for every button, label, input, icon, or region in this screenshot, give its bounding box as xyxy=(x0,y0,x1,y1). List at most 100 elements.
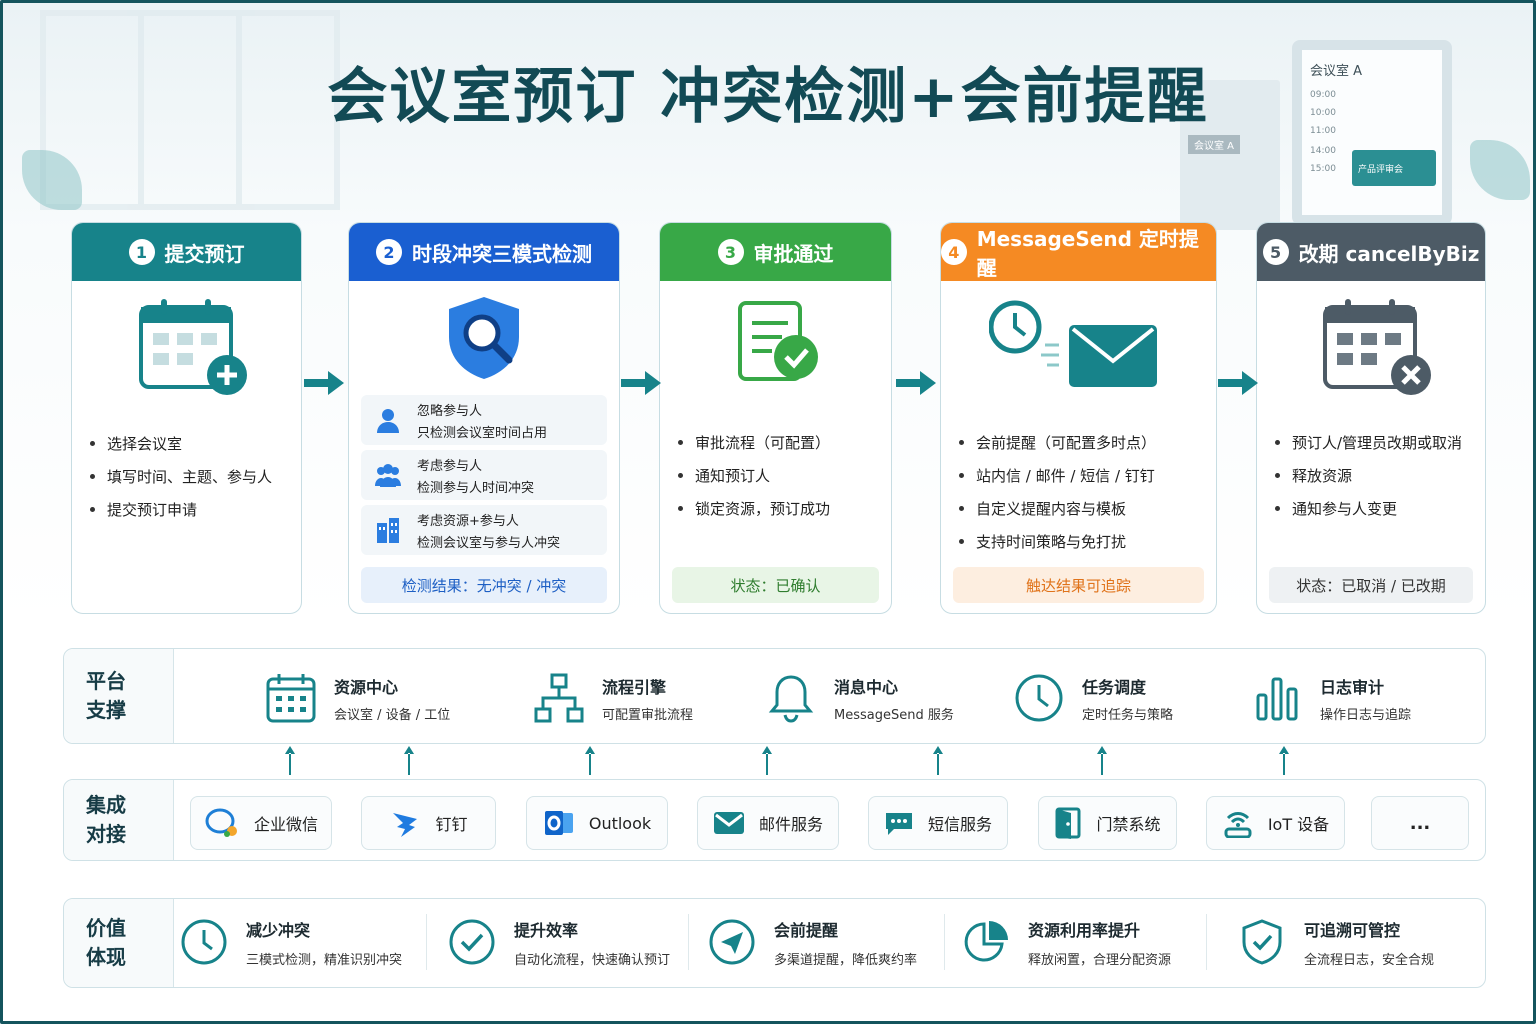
integration-sms-service[interactable]: 短信服务 xyxy=(868,796,1008,850)
integration-label: IoT 设备 xyxy=(1267,815,1330,834)
value-item-traceability: 可追溯可管控全流程日志，安全合规 xyxy=(1238,912,1434,972)
step-title: MessageSend 定时提醒 xyxy=(976,227,1199,280)
pie-chart-icon xyxy=(964,921,1008,962)
value-desc: 三模式检测，精准识别冲突 xyxy=(246,952,403,968)
integration-mail-service[interactable]: 邮件服务 xyxy=(697,796,839,850)
platform-item-message-center: 消息中心 MessageSend 服务 xyxy=(764,671,954,725)
flow-arrow-icon xyxy=(896,371,936,395)
value-title: 可追溯可管控 xyxy=(1304,920,1401,940)
check-circle-icon xyxy=(449,919,495,965)
iot-icon xyxy=(1224,812,1252,838)
value-desc: 多渠道提醒，降低爽约率 xyxy=(774,952,918,968)
flow-arrow-icon xyxy=(304,371,344,395)
board-time: 11:00 xyxy=(1310,126,1336,136)
step-bullet: 锁定资源，预订成功 xyxy=(678,492,881,525)
door-sign: 会议室 A xyxy=(1188,135,1241,154)
mode-ignore-participants: 忽略参与人只检测会议室时间占用 xyxy=(361,395,607,445)
bell-icon xyxy=(768,675,814,723)
detection-result-badge: 检测结果：无冲突 / 冲突 xyxy=(361,567,607,603)
building-icon xyxy=(377,518,399,543)
step-bullet: 自定义提醒内容与模板 xyxy=(959,492,1206,525)
step-bullet: 通知参与人变更 xyxy=(1275,492,1475,525)
value-title: 资源利用率提升 xyxy=(1028,920,1141,940)
up-arrow-icon xyxy=(1279,746,1289,775)
step-bullet: 预订人/管理员改期或取消 xyxy=(1275,426,1475,459)
integration-access-control[interactable]: 门禁系统 xyxy=(1038,796,1177,850)
divider xyxy=(688,914,689,970)
integration-dingtalk[interactable]: 钉钉 xyxy=(361,796,496,850)
step-bullet: 支持时间策略与免打扰 xyxy=(959,525,1206,558)
board-time: 15:00 xyxy=(1310,164,1336,174)
platform-title: 任务调度 xyxy=(1082,677,1147,697)
step-title: 时段冲突三模式检测 xyxy=(412,241,592,266)
mail-icon xyxy=(713,812,744,834)
flow-arrow-icon xyxy=(1218,371,1258,395)
row-label: 平台支撑 xyxy=(64,649,174,743)
integration-outlook[interactable]: Outlook xyxy=(526,796,668,850)
mode-title: 忽略参与人 xyxy=(417,403,483,419)
door-icon xyxy=(1055,807,1081,839)
step-number: 4 xyxy=(941,239,967,265)
row-label-line: 平台 xyxy=(86,669,126,693)
status-badge: 状态：已确认 xyxy=(672,567,879,603)
step-header: 4 MessageSend 定时提醒 xyxy=(941,223,1216,281)
value-desc: 自动化流程，快速确认预订 xyxy=(514,952,671,968)
integration-label: Outlook xyxy=(588,813,652,833)
value-item-pre-meeting-reminder: 会前提醒多渠道提醒，降低爽约率 xyxy=(708,912,917,972)
value-item-efficiency: 提升效率自动化流程，快速确认预订 xyxy=(448,912,670,972)
integration-more[interactable]: ... xyxy=(1371,796,1469,850)
integration-iot-device[interactable]: IoT 设备 xyxy=(1206,796,1345,850)
clock-mail-icon xyxy=(941,295,1216,415)
integration-label: 钉钉 xyxy=(435,815,468,834)
value-title: 提升效率 xyxy=(514,920,579,940)
board-event: 产品评审会 xyxy=(1352,150,1436,186)
row-label-line: 支撑 xyxy=(86,698,126,722)
board-time: 09:00 xyxy=(1310,90,1336,100)
row-label-line: 集成 xyxy=(86,793,126,817)
divider xyxy=(1206,914,1207,970)
platform-desc: MessageSend 服务 xyxy=(834,707,954,723)
reach-tracking-badge: 触达结果可追踪 xyxy=(953,567,1204,603)
mode-title: 考虑资源+参与人 xyxy=(417,513,519,529)
step-number: 3 xyxy=(717,239,744,265)
step-bullet: 审批流程（可配置） xyxy=(678,426,881,459)
platform-title: 消息中心 xyxy=(834,677,899,697)
board-title: 会议室 A xyxy=(1310,64,1363,79)
up-arrow-icon xyxy=(1097,746,1107,775)
mode-desc: 检测参与人时间冲突 xyxy=(417,480,535,496)
clock-icon xyxy=(181,919,227,965)
wecom-icon xyxy=(205,808,237,837)
platform-desc: 可配置审批流程 xyxy=(602,707,694,723)
value-item-reduce-conflict: 减少冲突三模式检测，精准识别冲突 xyxy=(180,912,402,972)
calendar-grid-icon xyxy=(266,674,316,723)
divider xyxy=(944,914,945,970)
room-display-board: 会议室 A 09:00 10:00 11:00 14:00 15:00 产品评审… xyxy=(1292,40,1452,225)
people-icon xyxy=(375,464,401,487)
platform-desc: 操作日志与追踪 xyxy=(1320,707,1412,723)
integration-label: 短信服务 xyxy=(927,815,992,834)
document-check-icon xyxy=(660,297,891,417)
up-arrow-icon xyxy=(933,746,943,775)
step-bullet: 会前提醒（可配置多时点） xyxy=(959,426,1206,459)
step-bullet: 填写时间、主题、参与人 xyxy=(90,460,291,493)
value-desc: 全流程日志，安全合规 xyxy=(1304,952,1435,968)
status-badge: 状态：已取消 / 已改期 xyxy=(1269,567,1473,603)
row-label-line: 对接 xyxy=(86,822,126,846)
mode-desc: 检测会议室与参与人冲突 xyxy=(417,535,561,551)
up-arrow-icon xyxy=(585,746,595,775)
platform-title: 流程引擎 xyxy=(602,677,667,697)
value-item-utilization: 资源利用率提升释放闲置，合理分配资源 xyxy=(962,912,1171,972)
value-title: 减少冲突 xyxy=(246,920,311,940)
integration-wecom[interactable]: 企业微信 xyxy=(190,796,332,850)
up-arrow-icon xyxy=(285,746,295,775)
background-window xyxy=(40,10,340,210)
step-title: 提交预订 xyxy=(164,241,245,266)
flow-arrow-icon xyxy=(621,371,661,395)
